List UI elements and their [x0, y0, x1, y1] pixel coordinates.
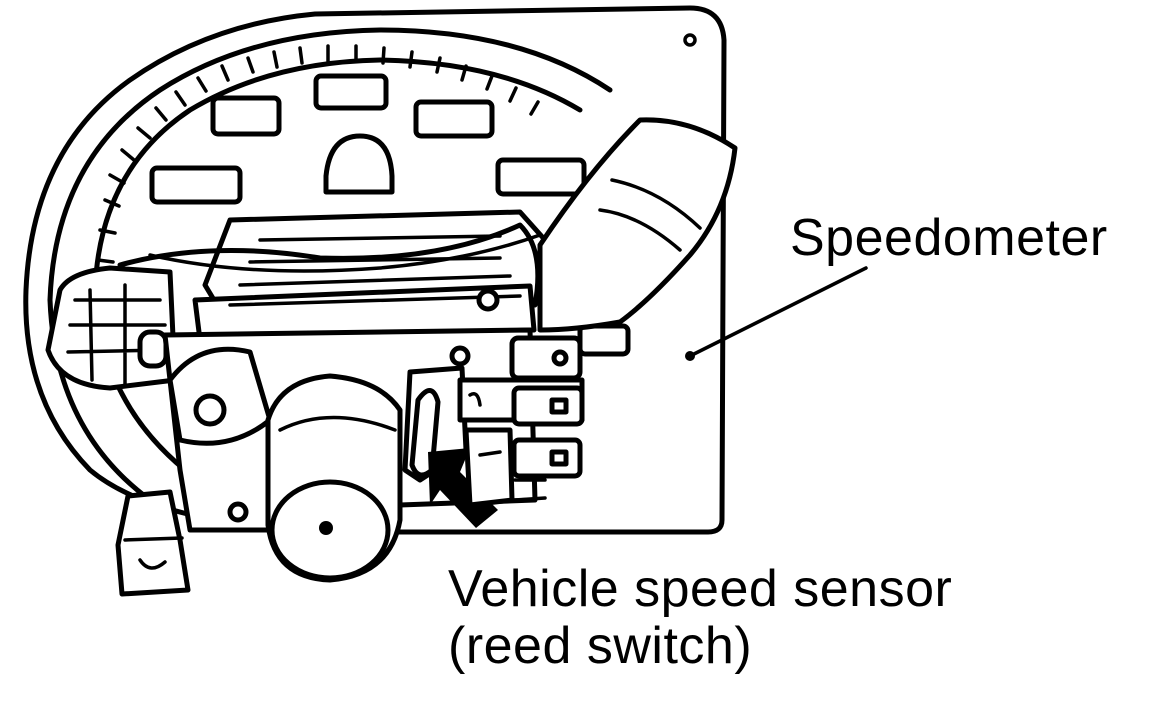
terminal-hole	[549, 397, 569, 415]
reed-switch-label: (reed switch)	[448, 617, 753, 675]
deck-detail	[228, 234, 522, 307]
deck-screw	[476, 288, 500, 312]
terminal-hole	[551, 349, 569, 367]
dial-slot	[413, 99, 495, 139]
left-connector-detail	[66, 283, 167, 387]
dial-center-hub	[323, 133, 395, 195]
mount-bracket-detail	[123, 536, 184, 570]
terminal-detail	[468, 392, 547, 502]
dial-slot	[313, 73, 389, 111]
terminal-tab	[511, 437, 583, 479]
cylinder-ridge	[278, 415, 397, 432]
reed-switch-arrow	[428, 448, 498, 528]
dial-tooth-ring	[96, 44, 540, 292]
dial-slot	[210, 95, 282, 137]
terminal-tab	[511, 385, 585, 427]
body-screw	[449, 345, 471, 367]
body-screw	[227, 501, 249, 523]
wire-harness	[117, 222, 541, 308]
wire-harness-2	[148, 233, 542, 273]
dial-slot	[495, 157, 587, 197]
terminal-hole	[549, 449, 569, 467]
sensor-body-flange	[167, 346, 273, 446]
dial-slot	[577, 323, 631, 357]
dial-slot	[149, 165, 243, 205]
pointer-arm-detail	[598, 178, 702, 252]
flange-screw	[193, 393, 227, 427]
speedometer-leader-line	[688, 266, 868, 358]
vehicle-speed-sensor-label: Vehicle speed sensor	[448, 560, 953, 618]
left-connector-housing	[45, 265, 178, 391]
left-terminal-plug	[137, 329, 169, 369]
mount-bracket	[115, 489, 191, 597]
drive-cylinder-hole	[319, 521, 333, 535]
terminal-tab	[509, 335, 583, 381]
speedometer-label: Speedometer	[790, 209, 1108, 267]
mounting-hole	[683, 33, 697, 47]
terminal-connector	[463, 427, 515, 508]
speedometer-pointer-arm	[537, 117, 738, 333]
